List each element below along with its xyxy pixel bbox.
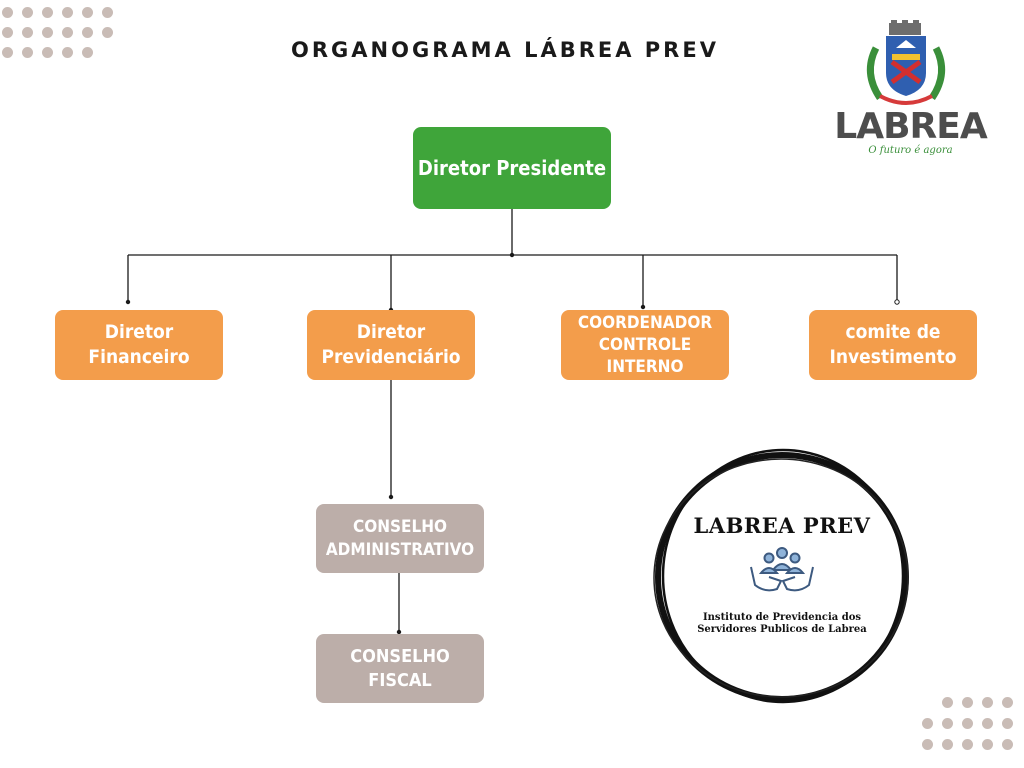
decorative-dot	[922, 718, 933, 729]
node-director-president: Diretor Presidente	[413, 127, 611, 209]
decorative-dot	[62, 7, 73, 18]
connector-dot	[388, 494, 394, 500]
municipal-logo-tagline: O futuro é agora	[868, 145, 953, 156]
decorative-dot	[22, 47, 33, 58]
decorative-dot	[922, 739, 933, 750]
decorative-dot	[42, 47, 53, 58]
node-label-line: CONSELHO	[352, 517, 448, 538]
connector-dot	[125, 299, 131, 305]
decorative-dot	[62, 47, 73, 58]
municipal-logo-text: LABREA	[834, 106, 987, 147]
node-label-line: Previdenciário	[321, 346, 461, 368]
node-label-line: Financeiro	[88, 346, 190, 368]
decorative-dot	[2, 47, 13, 58]
node-coordinator-internal-control: COORDENADOR CONTROLE INTERNO	[561, 310, 729, 380]
page-title: ORGANOGRAMA LÁBREA PREV	[291, 38, 719, 62]
decorative-dot	[62, 27, 73, 38]
decorative-dot	[962, 739, 973, 750]
node-fiscal-council: CONSELHO FISCAL	[316, 634, 484, 703]
decorative-dot	[102, 27, 113, 38]
labrea-prev-seal: LABREA PREV Instituto de Previdencia dos…	[652, 447, 912, 707]
decorative-dot	[42, 7, 53, 18]
decorative-dot	[42, 27, 53, 38]
node-label-line: Diretor	[356, 321, 426, 344]
decorative-dot	[942, 718, 953, 729]
decorative-dot	[2, 7, 13, 18]
node-investment-committee: comite de Investimento	[809, 310, 977, 380]
decorative-dot	[982, 718, 993, 729]
decorative-dot	[962, 718, 973, 729]
connector-dot	[396, 629, 402, 635]
node-administrative-council: CONSELHO ADMINISTRATIVO	[316, 504, 484, 573]
node-label-line: FISCAL	[368, 669, 432, 691]
municipal-logo: LABREA O futuro é agora	[828, 18, 993, 168]
brush-circle-icon	[653, 448, 909, 704]
node-label-line: ADMINISTRATIVO	[325, 539, 475, 560]
node-label-line: Diretor	[104, 321, 174, 344]
decorative-dot	[1002, 718, 1013, 729]
node-label-line: CONTROLE INTERNO	[598, 334, 692, 378]
decorative-dot	[82, 47, 93, 58]
node-director-social-security: Diretor Previdenciário	[307, 310, 475, 380]
decorative-dot	[22, 27, 33, 38]
node-director-president-label: Diretor Presidente	[417, 156, 607, 180]
decorative-dot	[2, 27, 13, 38]
connector-dot	[640, 304, 646, 310]
seal-subtitle-line2: Servidores Publicos de Labrea	[697, 624, 867, 635]
seal-subtitle-line1: Instituto de Previdencia dos	[702, 612, 862, 623]
decorative-dot	[82, 7, 93, 18]
hands-people-icon	[750, 547, 814, 592]
decorative-dot	[982, 697, 993, 708]
decorative-dot	[942, 739, 953, 750]
decorative-dot	[82, 27, 93, 38]
connector-dot	[509, 252, 515, 258]
seal-title: LABREA PREV	[693, 513, 871, 538]
node-label-line: CONSELHO	[350, 646, 450, 668]
decorative-dot	[1002, 739, 1013, 750]
node-label-line: COORDENADOR	[577, 312, 713, 333]
decorative-dot	[942, 697, 953, 708]
decorative-dot	[962, 697, 973, 708]
node-label-line: comite de	[845, 321, 941, 344]
decorative-dot	[1002, 697, 1013, 708]
decorative-dot	[102, 7, 113, 18]
node-label-line: Investimento	[829, 346, 957, 368]
coat-of-arms-icon	[866, 20, 946, 105]
decorative-dot	[982, 739, 993, 750]
connector-dot	[894, 299, 900, 305]
decorative-dot	[22, 7, 33, 18]
node-director-financial: Diretor Financeiro	[55, 310, 223, 380]
